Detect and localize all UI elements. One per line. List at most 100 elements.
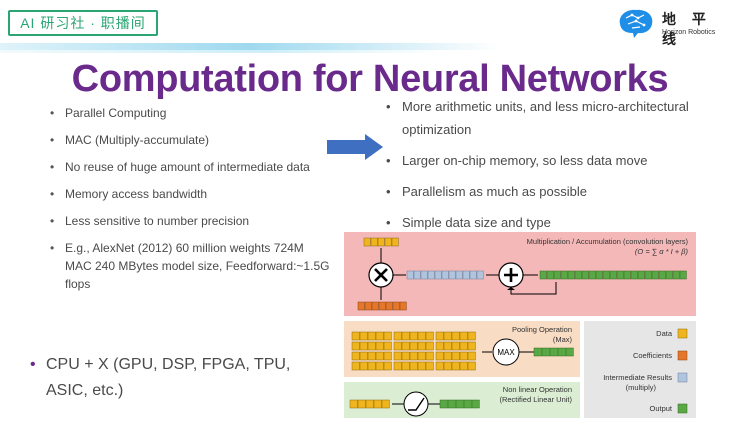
list-item: Larger on-chip memory, so less data move bbox=[386, 149, 716, 172]
data-block bbox=[399, 301, 407, 311]
data-block bbox=[384, 237, 392, 247]
pool-subtitle: (Max) bbox=[553, 335, 573, 344]
multiply-sign-icon bbox=[374, 268, 388, 282]
data-block bbox=[467, 331, 476, 341]
logo-english-name: Horizon Robotics bbox=[662, 29, 716, 36]
data-block bbox=[401, 351, 410, 361]
data-block bbox=[383, 351, 392, 361]
data-block bbox=[367, 351, 376, 361]
data-block bbox=[447, 399, 456, 409]
data-block bbox=[459, 331, 468, 341]
data-block bbox=[420, 270, 428, 280]
event-badge: AI 研习社 · 职播间 bbox=[8, 10, 158, 36]
data-block bbox=[451, 341, 460, 351]
data-block bbox=[425, 361, 434, 371]
list-item: Less sensitive to number precision bbox=[50, 212, 330, 231]
list-item: Parallelism as much as possible bbox=[386, 180, 716, 203]
data-block bbox=[467, 341, 476, 351]
data-block bbox=[549, 347, 558, 357]
legend-panel bbox=[584, 321, 696, 418]
pool-title: Pooling Operation bbox=[512, 325, 572, 334]
list-item: CPU + X (GPU, DSP, FPGA, TPU, ASIC, etc.… bbox=[30, 352, 330, 404]
legend-label: Intermediate Results(multiply) bbox=[603, 373, 672, 392]
coefficient-blocks bbox=[357, 301, 407, 311]
data-block bbox=[351, 351, 360, 361]
data-block bbox=[393, 361, 402, 371]
data-block bbox=[417, 341, 426, 351]
data-block bbox=[359, 331, 368, 341]
list-item: Simple data size and type bbox=[386, 211, 716, 234]
relu-subtitle: (Rectified Linear Unit) bbox=[499, 395, 572, 404]
data-block bbox=[467, 351, 476, 361]
data-block bbox=[357, 399, 366, 409]
legend-label-line: (multiply) bbox=[626, 383, 657, 392]
legend-label-line: Intermediate Results bbox=[603, 373, 672, 382]
data-block bbox=[349, 399, 358, 409]
data-block bbox=[367, 341, 376, 351]
data-block bbox=[367, 331, 376, 341]
data-block bbox=[377, 237, 385, 247]
slide-title: Computation for Neural Networks bbox=[71, 58, 669, 100]
data-block bbox=[393, 331, 402, 341]
data-block bbox=[401, 341, 410, 351]
feedback-arrowhead-icon bbox=[507, 287, 515, 290]
legend-item: Intermediate Results(multiply) bbox=[603, 372, 688, 392]
data-block bbox=[351, 331, 360, 341]
data-block bbox=[462, 270, 470, 280]
data-block bbox=[439, 399, 448, 409]
header-stripe bbox=[0, 43, 500, 50]
max-label: MAX bbox=[497, 348, 515, 357]
data-block bbox=[459, 351, 468, 361]
legend-item: Data bbox=[656, 328, 688, 339]
right-arrow-icon bbox=[327, 134, 383, 160]
pool-output-blocks bbox=[533, 347, 574, 357]
data-block bbox=[623, 270, 631, 280]
data-block bbox=[413, 270, 421, 280]
data-block bbox=[375, 351, 384, 361]
data-block bbox=[679, 270, 687, 280]
data-block bbox=[392, 301, 400, 311]
data-block bbox=[541, 347, 550, 357]
list-item: More arithmetic units, and less micro-ar… bbox=[386, 95, 716, 141]
data-block bbox=[459, 361, 468, 371]
pool-data-grid bbox=[351, 331, 476, 371]
data-block bbox=[546, 270, 554, 280]
data-block bbox=[409, 361, 418, 371]
legend-swatch bbox=[677, 403, 688, 414]
data-block bbox=[381, 399, 390, 409]
relu-node-icon bbox=[403, 391, 429, 417]
data-block bbox=[435, 341, 444, 351]
data-block bbox=[357, 301, 365, 311]
data-block bbox=[364, 301, 372, 311]
data-block bbox=[375, 331, 384, 341]
logo-chinese-name: 地 平 线 bbox=[662, 11, 712, 47]
data-block bbox=[401, 361, 410, 371]
data-block bbox=[383, 361, 392, 371]
data-block bbox=[595, 270, 603, 280]
data-block bbox=[443, 351, 452, 361]
left-bullet-list: Parallel Computing MAC (Multiply-accumul… bbox=[50, 104, 330, 301]
legend-item: Coefficients bbox=[633, 350, 688, 361]
data-block bbox=[476, 270, 484, 280]
data-block bbox=[375, 341, 384, 351]
data-block bbox=[565, 347, 574, 357]
data-block bbox=[451, 351, 460, 361]
relu-title: Non linear Operation bbox=[503, 385, 572, 394]
mac-output-blocks bbox=[539, 270, 687, 280]
bottom-bullet-list: CPU + X (GPU, DSP, FPGA, TPU, ASIC, etc.… bbox=[30, 352, 330, 404]
legend-swatch bbox=[677, 350, 688, 361]
data-block bbox=[658, 270, 666, 280]
right-bullet-list: More arithmetic units, and less micro-ar… bbox=[386, 95, 716, 242]
data-block bbox=[533, 347, 542, 357]
legend-label: Coefficients bbox=[633, 351, 672, 360]
data-block bbox=[401, 331, 410, 341]
data-block bbox=[459, 341, 468, 351]
data-block bbox=[393, 341, 402, 351]
data-block bbox=[463, 399, 472, 409]
data-block bbox=[417, 351, 426, 361]
data-block bbox=[672, 270, 680, 280]
plus-sign-icon bbox=[504, 268, 518, 282]
data-block bbox=[467, 361, 476, 371]
data-block bbox=[469, 270, 477, 280]
data-block bbox=[409, 351, 418, 361]
